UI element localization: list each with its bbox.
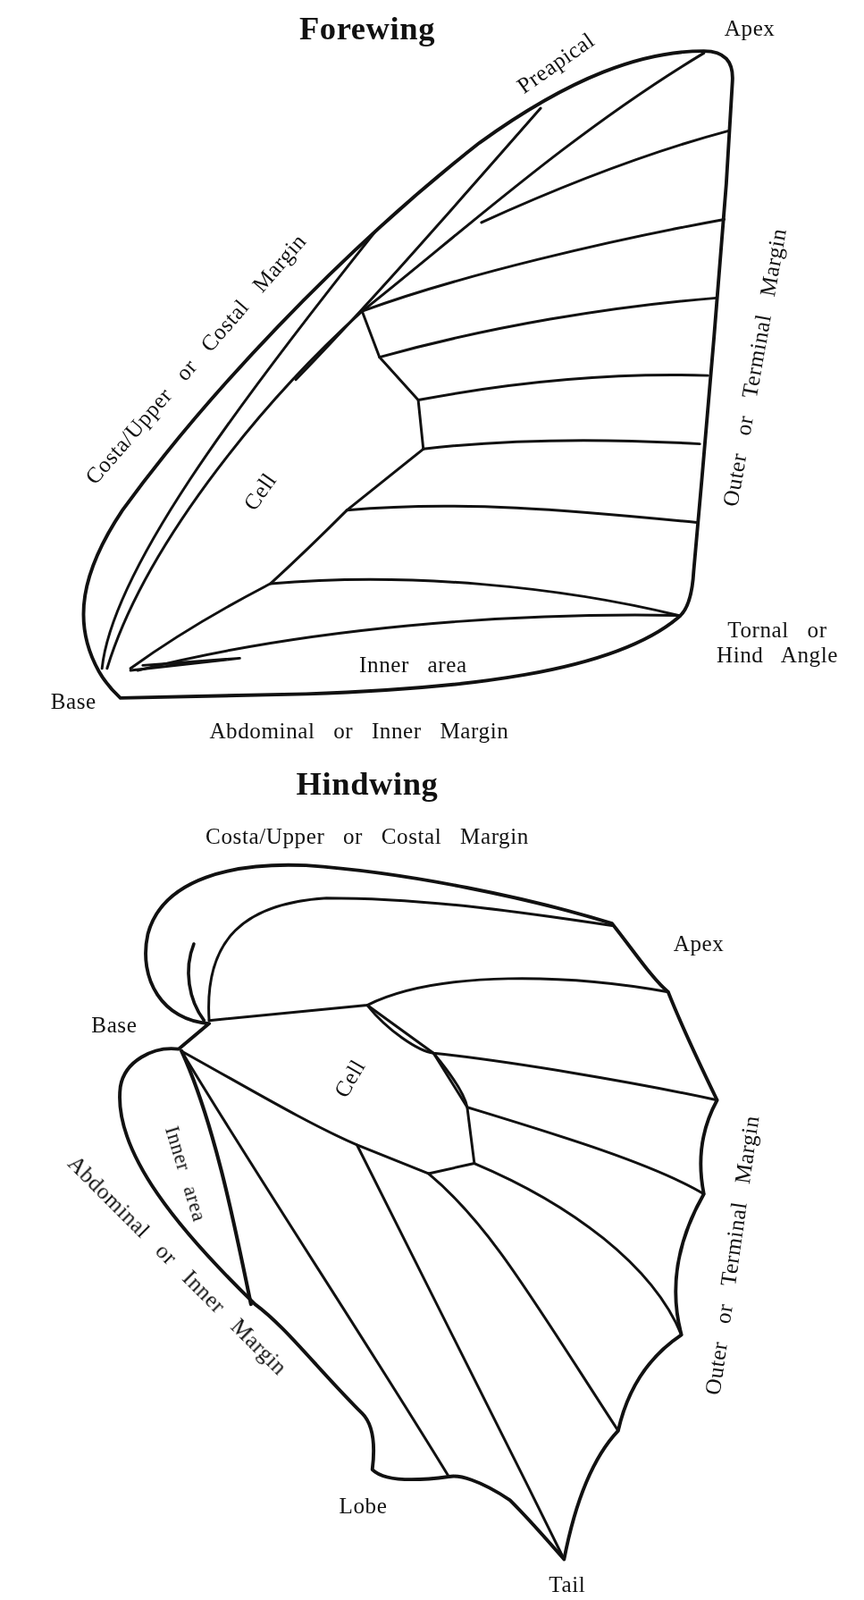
- hindwing-vein: [367, 1005, 718, 1100]
- margin-label: Outer or Terminal Margin: [700, 1113, 764, 1396]
- hindwing-vein: [428, 1173, 619, 1431]
- margin-label: Abdominal or Inner Margin: [62, 1149, 292, 1379]
- hindwing-humeral-vein: [188, 943, 204, 1021]
- forewing-basal-loop: [130, 657, 240, 671]
- forewing-vein: [379, 297, 717, 357]
- forewing-vein: [270, 578, 680, 615]
- angle-label: Tornal or Hind Angle: [700, 618, 854, 668]
- forewing-vein: [107, 310, 362, 669]
- margin-label: Abdominal or Inner Margin: [209, 719, 509, 745]
- region-label: Base: [50, 689, 97, 715]
- wing-heading: Forewing: [299, 10, 436, 47]
- hindwing-vein: [181, 1050, 449, 1477]
- region-label: Apex: [673, 931, 725, 957]
- forewing-cell-lower: [130, 448, 424, 668]
- hindwing-outline: [119, 864, 718, 1560]
- hindwing-vein: [357, 1144, 565, 1560]
- hindwing-discocellular: [367, 1005, 475, 1164]
- hindwing-vein: [474, 1163, 682, 1335]
- region-label: Base: [91, 1013, 137, 1039]
- wing-heading: Hindwing: [296, 765, 439, 802]
- forewing-vein: [423, 440, 700, 449]
- region-label: Inner area: [359, 653, 468, 679]
- hindwing-vein: [433, 1052, 705, 1194]
- hindwing-cell-lower: [181, 1050, 475, 1174]
- region-label: Cell: [238, 468, 282, 515]
- forewing-discocellular: [361, 310, 424, 449]
- hindwing-vein: [209, 897, 613, 1021]
- forewing-vein: [295, 108, 541, 380]
- forewing-vein: [346, 505, 697, 522]
- hindwing: [119, 864, 718, 1560]
- hindwing-vein: [209, 978, 669, 1021]
- margin-label: Outer or Terminal Margin: [718, 226, 792, 508]
- forewing-vein: [361, 218, 724, 311]
- region-label: Lobe: [338, 1493, 387, 1519]
- region-label: Tail: [548, 1571, 586, 1597]
- margin-label: Costa/Upper or Costal Margin: [205, 823, 529, 849]
- region-label: Preapical: [512, 27, 600, 99]
- forewing-vein: [481, 130, 730, 223]
- forewing-vein: [418, 375, 708, 401]
- region-label: Cell: [329, 1055, 371, 1102]
- region-label: Apex: [724, 16, 776, 42]
